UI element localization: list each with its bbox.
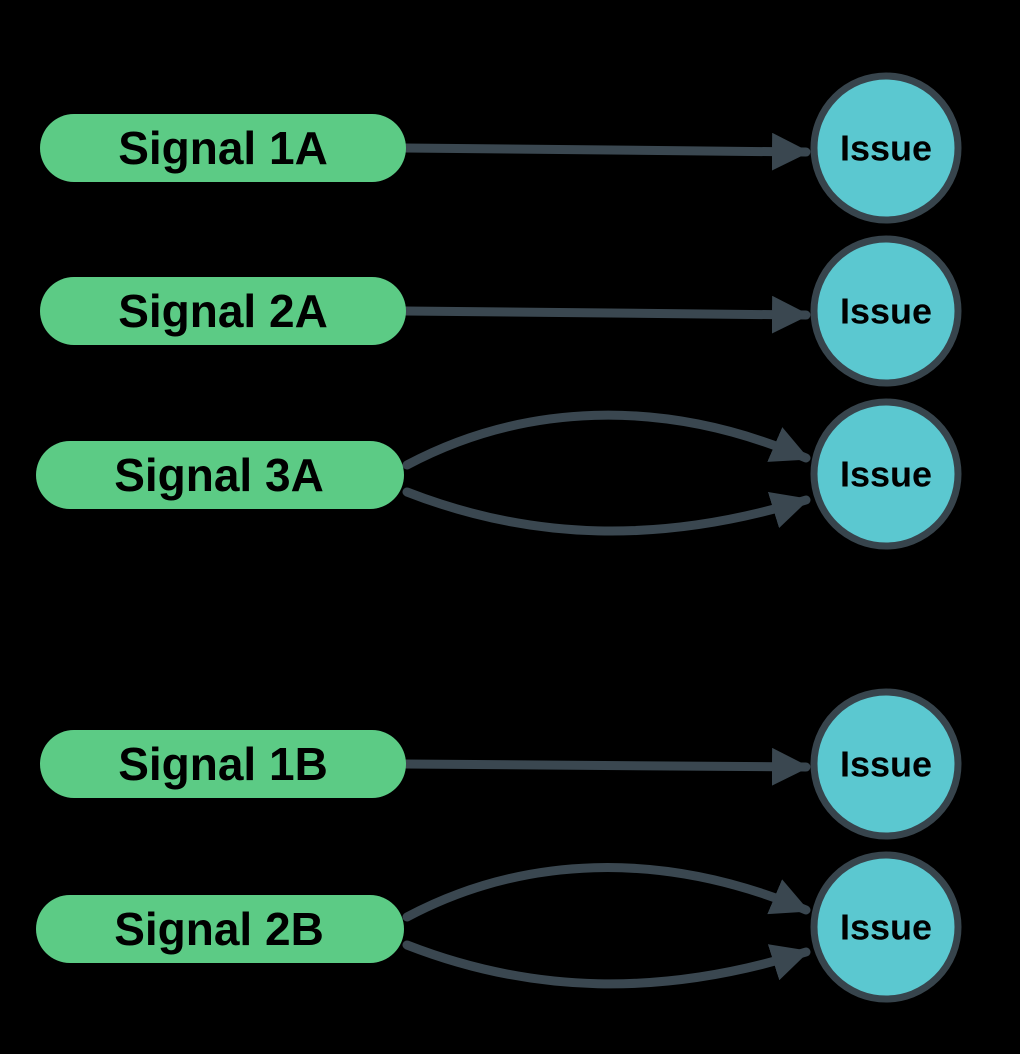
signal-pill[interactable] [36,441,404,509]
issue-label: Issue [840,128,932,169]
issue-label: Issue [840,744,932,785]
issue-node[interactable] [810,235,962,387]
connector-2b-lower [402,940,811,989]
row-signal-1b: Signal 1B Issue [40,688,962,840]
group-a: Signal 1A Issue Signal 2A Issue Signal 3… [36,72,962,550]
connector-3a-lower [402,487,811,536]
row-signal-1a: Signal 1A Issue [40,72,962,224]
signal-pill[interactable] [40,277,406,345]
connector-3a-upper [402,410,811,470]
connector-1a [400,132,811,171]
signal-pill[interactable] [40,730,406,798]
group-b: Signal 1B Issue Signal 2B Issue [36,688,962,1003]
row-signal-2a: Signal 2A Issue [40,235,962,387]
signal-pill[interactable] [36,895,404,963]
signal-label: Signal 1B [118,738,328,790]
signal-label: Signal 2A [118,285,328,337]
row-signal-3a: Signal 3A Issue [36,398,962,550]
issue-node[interactable] [810,851,962,1003]
connector-2a [400,295,811,334]
issue-node[interactable] [810,398,962,550]
signal-label: Signal 2B [114,903,324,955]
signal-label: Signal 1A [118,122,328,174]
issue-label: Issue [840,454,932,495]
connector-1b [400,747,811,786]
issue-label: Issue [840,907,932,948]
row-signal-2b: Signal 2B Issue [36,851,962,1003]
connector-2b-upper [402,863,811,922]
issue-node[interactable] [810,72,962,224]
signal-label: Signal 3A [114,449,324,501]
issue-node[interactable] [810,688,962,840]
issue-label: Issue [840,291,932,332]
signal-pill[interactable] [40,114,406,182]
